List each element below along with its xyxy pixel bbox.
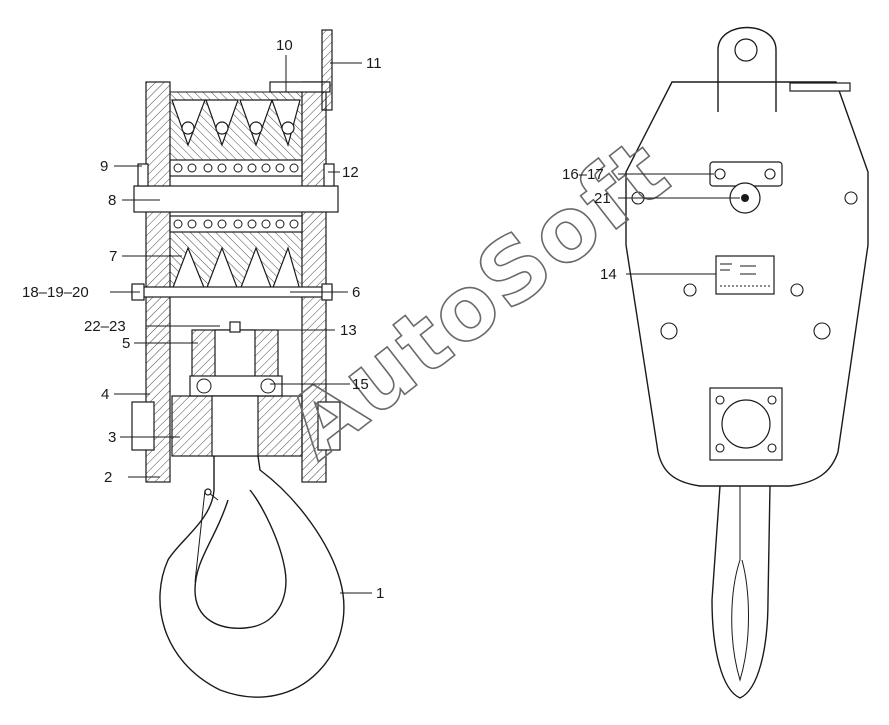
callout-13: 13 (340, 322, 357, 339)
callout-22-23: 22–23 (84, 318, 126, 335)
hook (159, 455, 345, 698)
callout-10: 10 (276, 37, 293, 54)
nameplate (715, 255, 775, 295)
callout-18-19-20: 18–19–20 (22, 284, 89, 301)
callout-5: 5 (122, 335, 130, 352)
callout-12: 12 (342, 164, 359, 181)
callout-11: 11 (366, 55, 382, 72)
callout-16-17: 16–17 (562, 166, 604, 183)
thrust-bearing (189, 375, 283, 397)
crosshead (131, 395, 341, 457)
hook-nut (191, 321, 279, 385)
crosshead-cover (709, 387, 783, 461)
upper-bearing-row (169, 159, 303, 177)
callout-1: 1 (376, 585, 384, 602)
callout-14: 14 (600, 266, 617, 283)
upper-sheaves (169, 91, 303, 161)
callout-6: 6 (352, 284, 360, 301)
callout-3: 3 (108, 429, 116, 446)
lower-sheaves (169, 231, 303, 297)
callout-leaders (110, 55, 740, 594)
callout-21: 21 (594, 190, 611, 207)
lower-bearing-row (169, 215, 303, 233)
callout-7: 7 (109, 248, 117, 265)
sheave-axle (133, 185, 339, 213)
body-bolts (631, 191, 858, 340)
callout-9: 9 (100, 158, 108, 175)
top-shackle (717, 26, 777, 112)
callout-4: 4 (101, 386, 109, 403)
front-guard-bar (789, 82, 851, 92)
guard-plate (321, 29, 333, 111)
callout-2: 2 (104, 469, 112, 486)
rope-guard-bar (269, 81, 331, 93)
block-body (625, 81, 869, 487)
front-view (625, 26, 869, 699)
hook-front (711, 485, 771, 699)
callout-15: 15 (352, 376, 369, 393)
callout-8: 8 (108, 192, 116, 209)
sectional-view (131, 29, 345, 698)
callout-labels: 1 2 3 4 5 6 7 8 9 10 11 12 13 14 15 16–1… (22, 37, 617, 602)
